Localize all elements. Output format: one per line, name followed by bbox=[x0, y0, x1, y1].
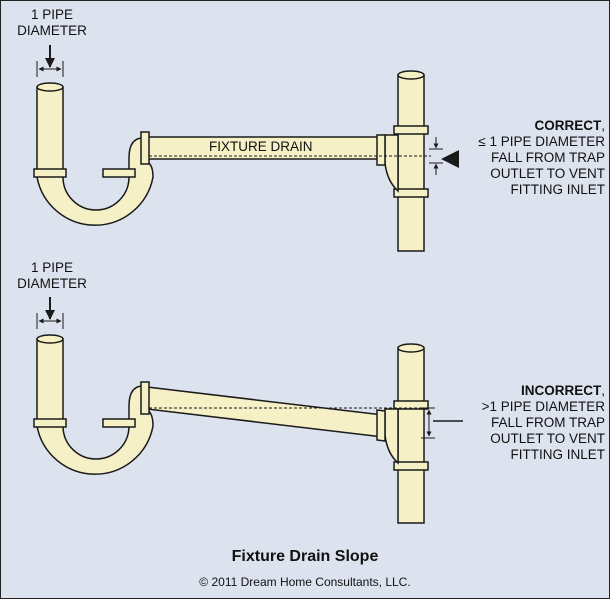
correct-line3: FALL FROM TRAP bbox=[490, 150, 605, 165]
incorrect-status: INCORRECT bbox=[520, 383, 602, 398]
top-vent-coupling-upper bbox=[393, 125, 429, 135]
bottom-p-trap bbox=[36, 338, 154, 475]
correct-status: CORRECT bbox=[534, 118, 602, 133]
top-pipe-diameter-label: 1 PIPE DIAMETER bbox=[7, 7, 97, 39]
bottom-vent-coupling-upper bbox=[393, 400, 429, 410]
bottom-pipe-diameter-label: 1 PIPE DIAMETER bbox=[7, 260, 97, 292]
incorrect-line3: FALL FROM TRAP bbox=[490, 415, 605, 430]
incorrect-line4: OUTLET TO VENT bbox=[490, 431, 605, 446]
bottom-pipe-label-line2: DIAMETER bbox=[17, 276, 87, 291]
correct-heading: CORRECT, bbox=[441, 118, 605, 134]
incorrect-line5: FITTING INLET bbox=[510, 447, 606, 462]
bottom-trap-coupling-left bbox=[33, 418, 67, 428]
bottom-fixture-drain bbox=[146, 386, 384, 438]
bottom-tee-fitting bbox=[384, 408, 399, 465]
top-vent-stack bbox=[397, 74, 425, 252]
bottom-drain-coupling-right bbox=[376, 409, 386, 442]
top-drain-coupling-right bbox=[376, 134, 386, 166]
top-riser-opening bbox=[36, 82, 64, 92]
bottom-trap-coupling-right bbox=[102, 418, 136, 428]
incorrect-comma: , bbox=[601, 383, 605, 398]
bottom-drain-coupling-left bbox=[140, 381, 150, 415]
incorrect-heading: INCORRECT, bbox=[441, 383, 605, 399]
copyright-notice: © 2011 Dream Home Consultants, LLC. bbox=[199, 575, 411, 589]
bottom-pipe-label-line1: 1 PIPE bbox=[30, 260, 74, 275]
top-pointer-arrowhead bbox=[441, 150, 459, 168]
bottom-assembly bbox=[33, 297, 463, 524]
correct-line5: FITTING INLET bbox=[510, 182, 606, 197]
top-tee-fitting bbox=[384, 134, 399, 193]
top-assembly bbox=[33, 45, 459, 252]
top-p-trap bbox=[36, 86, 154, 226]
incorrect-line2: >1 PIPE DIAMETER bbox=[481, 399, 605, 414]
correct-comma: , bbox=[601, 118, 605, 133]
top-pipe-label-line2: DIAMETER bbox=[17, 23, 87, 38]
top-drain-coupling-left bbox=[140, 131, 150, 165]
top-trap-coupling-right bbox=[102, 168, 136, 178]
top-trap-coupling-left bbox=[33, 168, 67, 178]
top-vent-opening bbox=[397, 70, 425, 80]
bottom-vent-coupling-lower bbox=[393, 461, 429, 471]
correct-annotation: CORRECT, ≤ 1 PIPE DIAMETER FALL FROM TRA… bbox=[441, 118, 605, 198]
incorrect-annotation: INCORRECT, >1 PIPE DIAMETER FALL FROM TR… bbox=[441, 383, 605, 463]
correct-line4: OUTLET TO VENT bbox=[490, 166, 605, 181]
fixture-drain-label: FIXTURE DRAIN bbox=[209, 139, 313, 154]
diagram-title: Fixture Drain Slope bbox=[231, 548, 379, 565]
bottom-vent-stack bbox=[397, 347, 425, 524]
correct-line2: ≤ 1 PIPE DIAMETER bbox=[478, 134, 605, 149]
bottom-riser-opening bbox=[36, 334, 64, 344]
bottom-vent-opening bbox=[397, 343, 425, 353]
top-vent-coupling-lower bbox=[393, 188, 429, 198]
top-pipe-label-line1: 1 PIPE bbox=[30, 7, 74, 22]
